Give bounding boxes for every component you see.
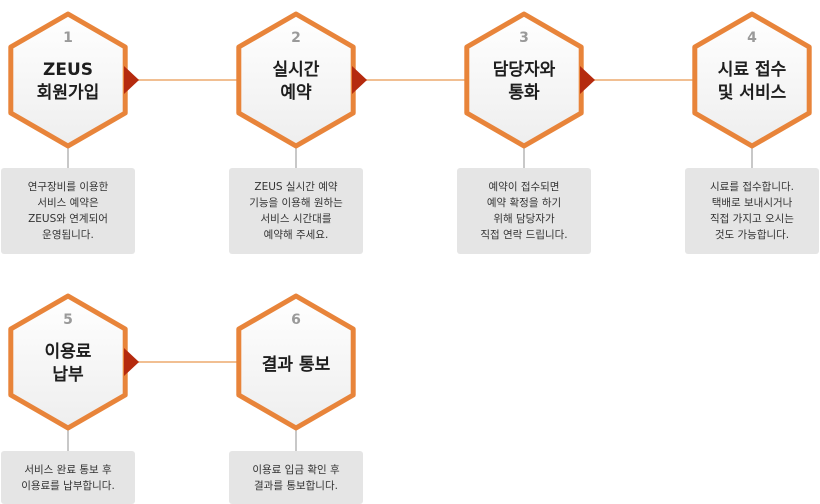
- step-3-description: 예약이 접수되면 예약 확정을 하기 위해 담당자가 직접 연락 드립니다.: [457, 168, 591, 254]
- step-number: 6: [291, 312, 301, 328]
- step-5-description: 서비스 완료 통보 후 이용료를 납부합니다.: [1, 451, 135, 504]
- step-number: 5: [63, 312, 73, 328]
- step-hexagon: [236, 11, 356, 149]
- step-6: 6 결과 통보: [236, 293, 356, 431]
- step-description-text: 시료를 접수합니다. 택배로 보내시거나 직접 가지고 오시는 것도 가능합니다…: [710, 181, 794, 241]
- step-description-text: 연구장비를 이용한 서비스 예약은 ZEUS와 연계되어 운영됩니다.: [27, 181, 109, 241]
- step-6-description: 이용료 입금 확인 후 결과를 통보합니다.: [229, 451, 363, 504]
- step-hexagon: [8, 293, 128, 431]
- step-number: 1: [63, 30, 73, 46]
- arrow-right-icon: [352, 66, 367, 94]
- step-title: 결과 통보: [262, 355, 331, 375]
- step-hexagon: [236, 293, 356, 431]
- arrow-right-icon: [580, 66, 595, 94]
- arrow-right-icon: [124, 66, 139, 94]
- step-4-description: 시료를 접수합니다. 택배로 보내시거나 직접 가지고 오시는 것도 가능합니다…: [685, 168, 819, 254]
- step-hexagon: [464, 11, 584, 149]
- step-number: 2: [291, 30, 301, 46]
- step-description-text: 이용료 입금 확인 후 결과를 통보합니다.: [252, 463, 340, 492]
- step-1-description: 연구장비를 이용한 서비스 예약은 ZEUS와 연계되어 운영됩니다.: [1, 168, 135, 254]
- step-description-text: ZEUS 실시간 예약 기능을 이용해 원하는 서비스 시간대를 예약해 주세요…: [249, 181, 343, 241]
- step-2-description: ZEUS 실시간 예약 기능을 이용해 원하는 서비스 시간대를 예약해 주세요…: [229, 168, 363, 254]
- step-hexagon: [8, 11, 128, 149]
- step-hexagon: [692, 11, 812, 149]
- step-description-text: 서비스 완료 통보 후 이용료를 납부합니다.: [21, 463, 115, 492]
- step-number: 3: [519, 30, 529, 46]
- arrow-right-icon: [124, 348, 139, 376]
- step-description-text: 예약이 접수되면 예약 확정을 하기 위해 담당자가 직접 연락 드립니다.: [480, 181, 568, 241]
- step-number: 4: [747, 30, 757, 46]
